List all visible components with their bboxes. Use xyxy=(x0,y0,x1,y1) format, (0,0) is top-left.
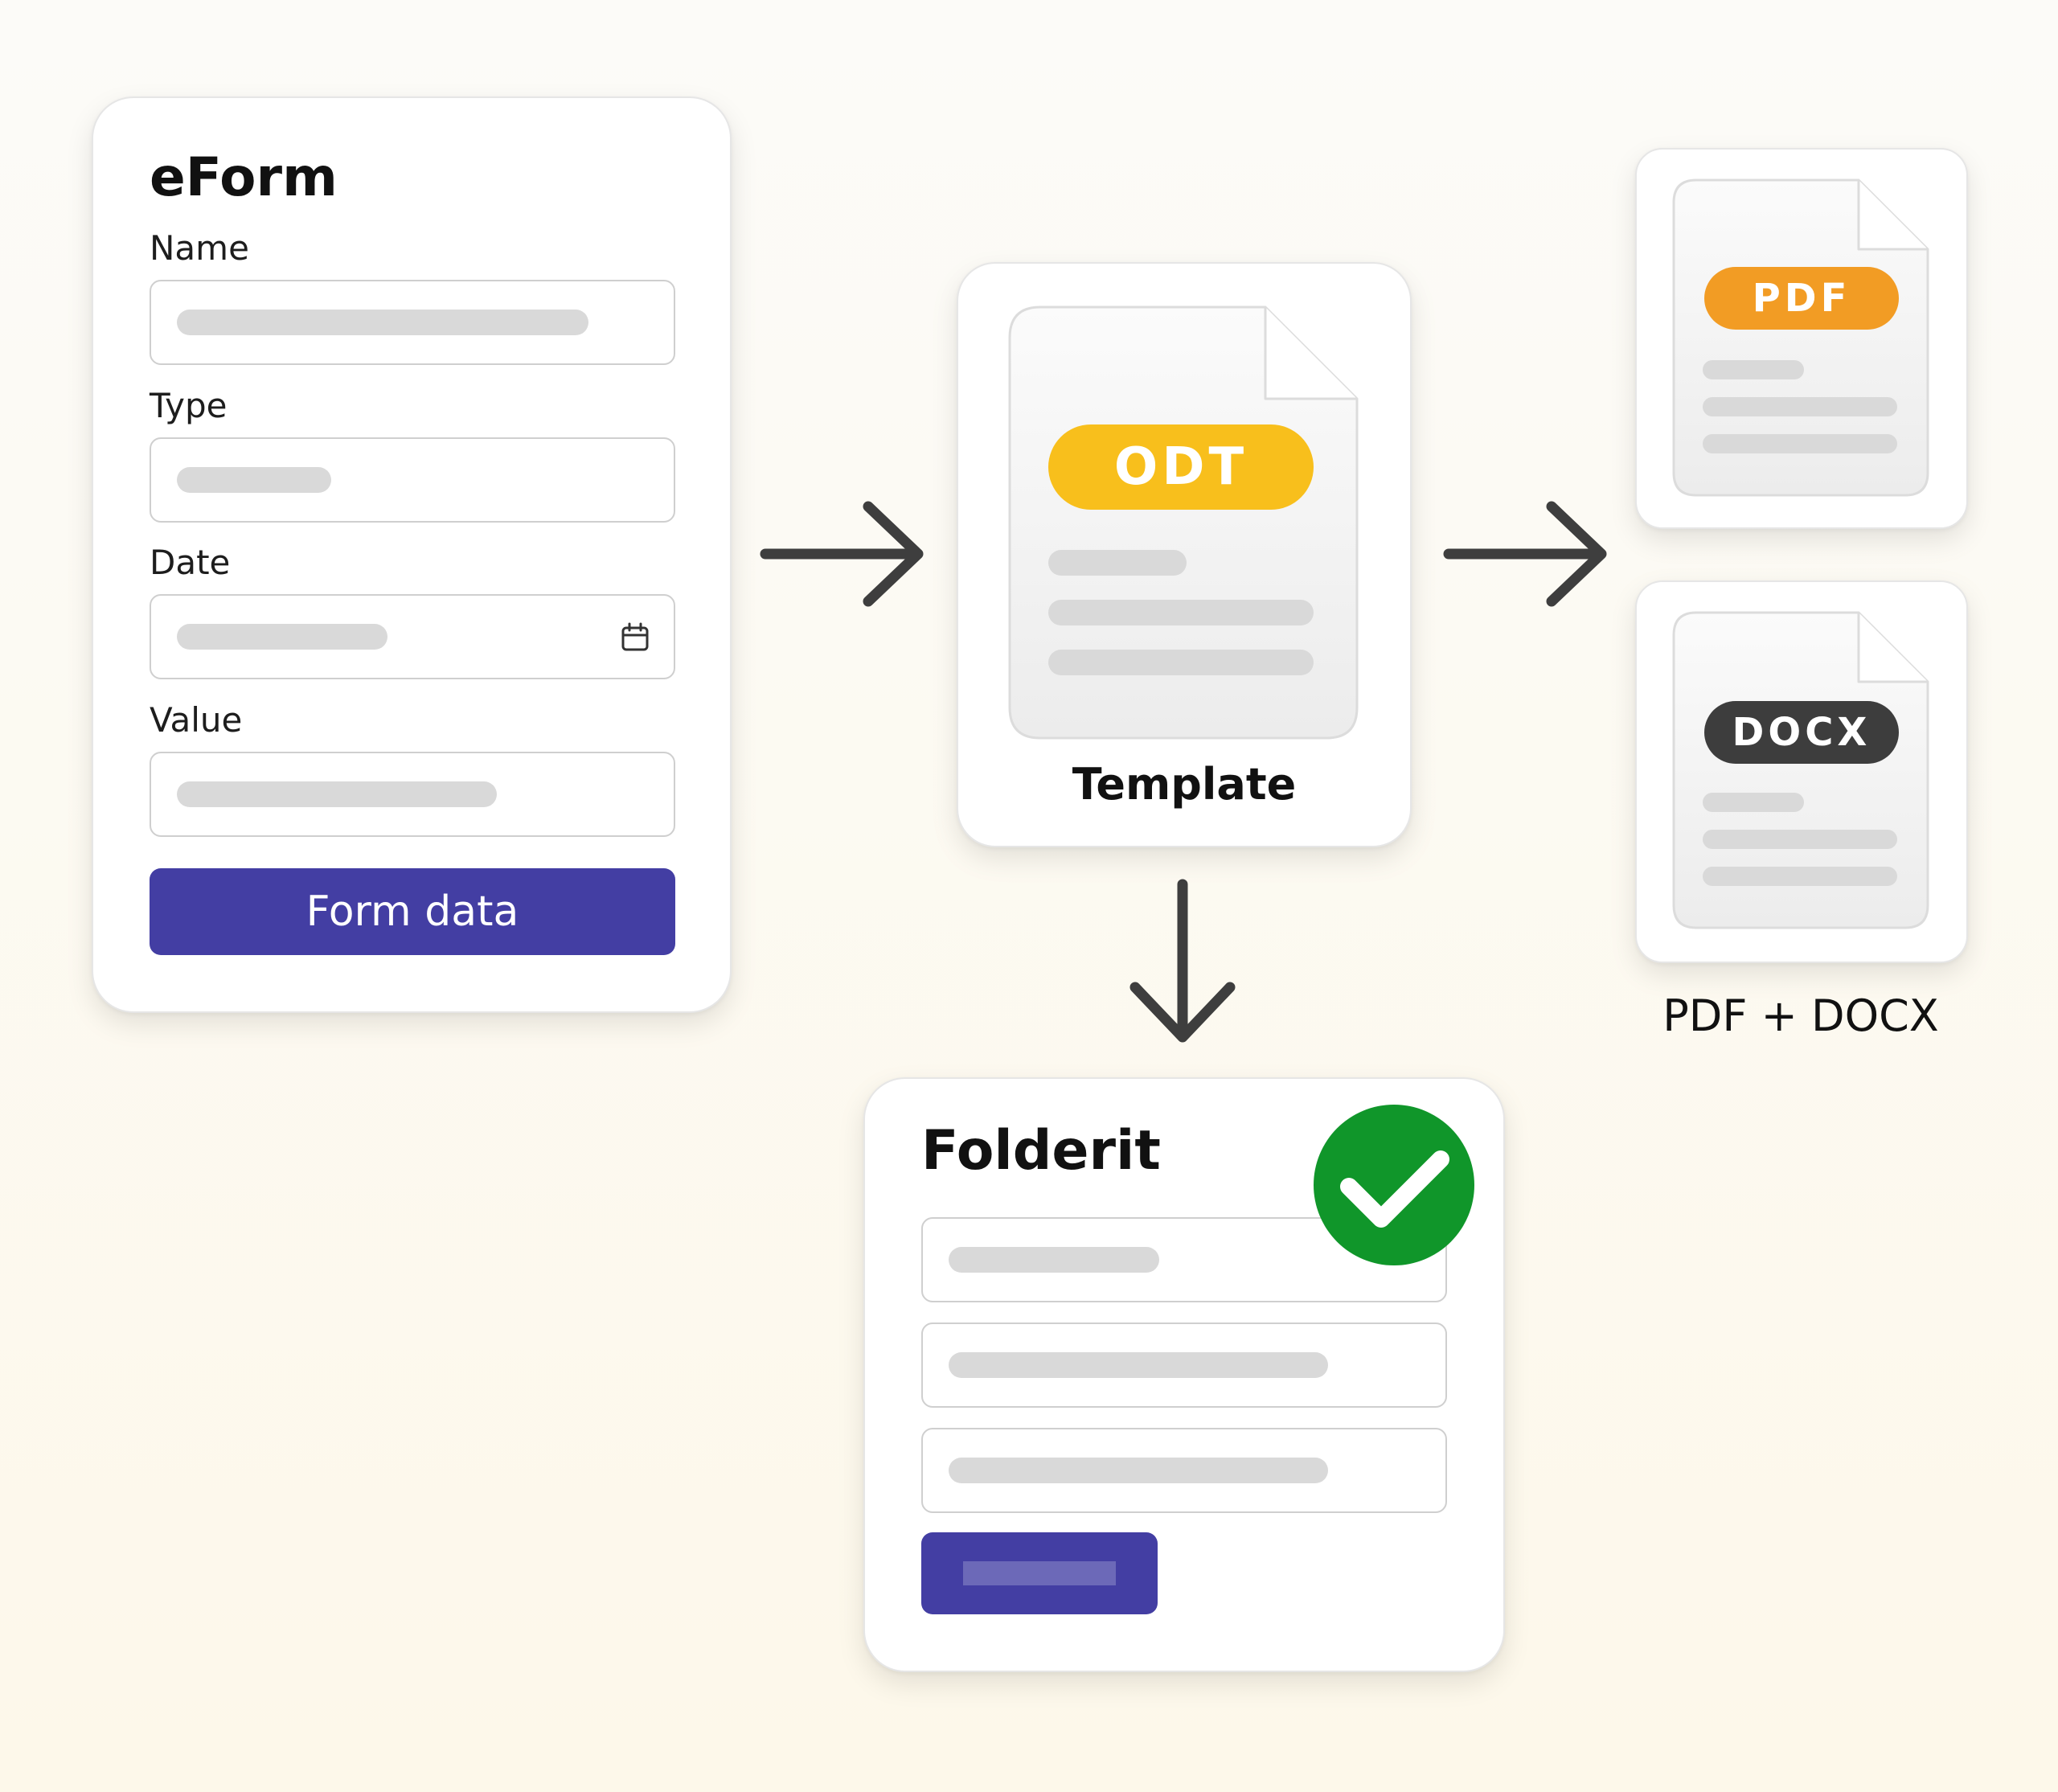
pdf-badge: PDF xyxy=(1704,267,1899,330)
value-label: Value xyxy=(150,700,243,740)
docx-document-icon xyxy=(1672,611,1929,929)
value-input[interactable] xyxy=(150,752,675,837)
outputs-caption: PDF + DOCX xyxy=(1662,990,1939,1041)
docx-badge: DOCX xyxy=(1704,701,1899,764)
button-placeholder-bar xyxy=(963,1561,1116,1585)
odt-badge: ODT xyxy=(1048,424,1314,510)
type-input[interactable] xyxy=(150,437,675,523)
template-card: ODT Template xyxy=(957,262,1412,847)
arrow-right-icon xyxy=(1443,501,1607,607)
name-placeholder-bar xyxy=(177,310,588,335)
date-label: Date xyxy=(150,543,231,582)
folderit-field[interactable] xyxy=(921,1322,1447,1408)
name-label: Name xyxy=(150,228,249,268)
folderit-submit-button[interactable] xyxy=(921,1532,1158,1614)
calendar-icon[interactable] xyxy=(621,622,650,652)
date-input[interactable] xyxy=(150,594,675,679)
folderit-field[interactable] xyxy=(921,1428,1447,1513)
arrow-right-icon xyxy=(760,501,924,607)
value-placeholder-bar xyxy=(177,781,497,807)
folderit-placeholder-bar xyxy=(949,1458,1328,1483)
folderit-placeholder-bar xyxy=(949,1352,1328,1378)
folderit-placeholder-bar xyxy=(949,1247,1159,1273)
template-caption: Template xyxy=(1072,759,1297,810)
eform-title: eForm xyxy=(150,146,338,208)
arrow-down-icon xyxy=(1129,879,1236,1043)
name-input[interactable] xyxy=(150,280,675,365)
form-data-button[interactable]: Form data xyxy=(150,868,675,955)
type-label: Type xyxy=(150,386,228,425)
pdf-output-card: PDF xyxy=(1635,148,1968,529)
type-placeholder-bar xyxy=(177,467,331,493)
checkmark-circle-icon xyxy=(1314,1105,1474,1265)
pdf-document-icon xyxy=(1672,178,1929,497)
date-placeholder-bar xyxy=(177,624,387,650)
docx-output-card: DOCX xyxy=(1635,580,1968,963)
folderit-title: Folderit xyxy=(921,1119,1161,1183)
eform-card: eForm Name Type Date Value Form data xyxy=(92,96,732,1013)
odt-document-icon xyxy=(1008,306,1359,740)
